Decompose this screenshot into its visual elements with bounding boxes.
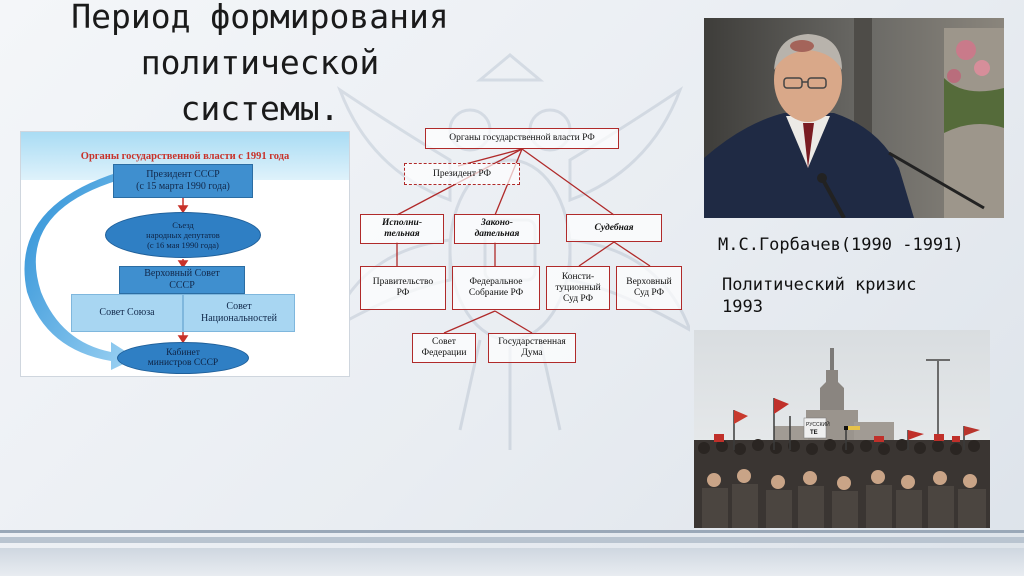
title-line: системы. [181,89,340,128]
box-label: Законо- [481,218,513,229]
box-label: туционный [555,283,600,294]
government-box: Правительство РФ [360,266,446,310]
box-label: тельная [384,229,419,240]
legislative-branch-box: Законо- дательная [454,214,540,244]
federation-council-box: Совет Федерации [412,333,476,363]
box-label: Национальностей [201,313,277,325]
supreme-court-box: Верховный Суд РФ [616,266,682,310]
box-label: Съезд [172,220,193,230]
box-label: Суд РФ [634,288,664,299]
caption-line: 1993 [722,297,763,317]
box-label: дательная [475,229,520,240]
crowd-illustration: РУССКИЙ ТЕ [694,330,990,528]
box-label: Федеральное [470,277,523,288]
box-label: РФ [397,288,410,299]
box-label: Судебная [595,223,634,234]
box-label: министров СССР [148,358,218,368]
protest-sign-text: ТЕ [810,430,818,436]
federal-assembly-box: Федеральное Собрание РФ [452,266,540,310]
footer-band [0,548,1024,576]
executive-branch-box: Исполни- тельная [360,214,444,244]
box-label: Государственная [498,337,565,348]
box-label: Федерации [422,348,467,359]
divider-line [0,537,1024,543]
rf-root-box: Органы государственной власти РФ [425,128,619,149]
box-label: Президент СССР [146,169,219,181]
gorbachev-photo [704,18,1004,218]
box-label: (с 16 мая 1990 года) [147,240,219,250]
box-label: Консти- [562,272,594,283]
box-sublabel: (с 15 марта 1990 года) [136,181,230,193]
caption-line: Политический кризис [722,275,916,295]
judicial-branch-box: Судебная [566,214,662,242]
box-label: Верховный Совет [144,268,220,280]
box-label: Президент РФ [433,169,491,180]
box-label: Органы государственной власти РФ [449,133,594,144]
box-label: Верховный [626,277,671,288]
title-line: Период формирования [71,0,449,36]
photo-caption: М.С.Горбачев(1990 -1991) [718,234,964,256]
protest-sign-text: РУССКИЙ [806,420,830,428]
box-label: Собрание РФ [469,288,523,299]
constitutional-court-box: Консти- туционный Суд РФ [546,266,610,310]
portrait-illustration [704,18,1004,218]
council-union-box: Совет Союза [71,294,183,332]
council-nationalities-box: Совет Национальностей [183,294,295,332]
box-label: народных депутатов [146,230,220,240]
box-label: Совет [432,337,456,348]
title-line: политической [141,43,379,82]
box-label: СССР [169,280,195,292]
ussr-power-diagram: Органы государственной власти с 1991 год… [20,131,350,377]
divider-line [0,530,1024,533]
cabinet-ministers-ellipse: Кабинет министров СССР [117,342,249,374]
photo-caption: Политический кризис 1993 [722,274,916,318]
state-duma-box: Государственная Дума [488,333,576,363]
ussr-congress-ellipse: Съезд народных депутатов (с 16 мая 1990 … [105,212,261,258]
box-label: Совет [226,301,251,313]
box-label: Дума [521,348,542,359]
box-label: Правительство [373,277,433,288]
box-label: Совет Союза [99,307,154,319]
ussr-supreme-soviet-box: Верховный Совет СССР [119,266,245,294]
box-label: Кабинет [166,348,200,358]
ussr-president-box: Президент СССР (с 15 марта 1990 года) [113,164,253,198]
rf-president-box: Президент РФ [404,163,520,185]
box-label: Исполни- [382,218,422,229]
page-title: Период формирования политической системы… [10,0,510,132]
crisis-1993-photo: РУССКИЙ ТЕ [694,330,990,528]
box-label: Суд РФ [563,294,593,305]
